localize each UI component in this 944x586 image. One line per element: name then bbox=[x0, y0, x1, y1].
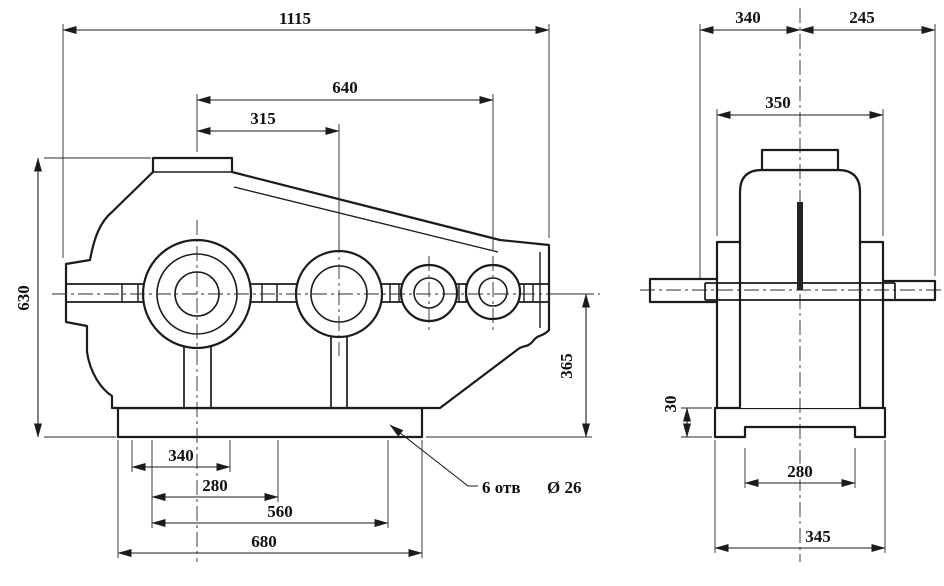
dim-end-30: 30 bbox=[659, 393, 692, 438]
end-extension-lines bbox=[681, 24, 936, 553]
dim-label-365: 365 bbox=[557, 353, 576, 379]
side-view: 1115 640 315 630 365 bbox=[12, 7, 600, 562]
end-left-shaft bbox=[648, 277, 719, 304]
side-inner-lines bbox=[153, 171, 541, 328]
dim-base-340: 340 bbox=[131, 444, 231, 472]
side-extension-lines bbox=[44, 24, 592, 558]
dim-end-245: 245 bbox=[799, 6, 936, 35]
dim-end-280: 280 bbox=[744, 460, 856, 488]
dim-label-640: 640 bbox=[332, 78, 358, 97]
holes-count-label: 6 отв bbox=[482, 478, 521, 497]
dim-base-680: 680 bbox=[117, 530, 423, 558]
side-pedestal-ribs bbox=[183, 334, 348, 408]
dim-base-560: 560 bbox=[151, 500, 389, 528]
end-right-shaft bbox=[881, 279, 937, 302]
dim-end-350: 350 bbox=[716, 91, 884, 120]
dim-overall-width: 1115 bbox=[62, 7, 550, 35]
end-centerlines bbox=[640, 8, 942, 562]
dim-label-630: 630 bbox=[14, 285, 33, 311]
dim-label-end-280: 280 bbox=[787, 462, 813, 481]
dim-label-680: 680 bbox=[251, 532, 277, 551]
dim-label-340: 340 bbox=[168, 446, 194, 465]
dim-label-end-345: 345 bbox=[805, 527, 831, 546]
dim-640: 640 bbox=[196, 76, 494, 105]
dim-end-345: 345 bbox=[714, 525, 886, 553]
dim-end-340: 340 bbox=[699, 6, 801, 35]
dim-label-end-245: 245 bbox=[849, 8, 875, 27]
dim-label-560: 560 bbox=[267, 502, 293, 521]
dim-label-end-350: 350 bbox=[765, 93, 791, 112]
side-centerlines bbox=[52, 220, 600, 562]
dim-label-315: 315 bbox=[250, 109, 276, 128]
dim-label-end-30: 30 bbox=[661, 396, 680, 413]
end-view: 340 245 350 30 280 bbox=[640, 6, 942, 562]
dim-315: 315 bbox=[196, 107, 340, 136]
side-base-plate bbox=[116, 406, 424, 439]
dim-label-280: 280 bbox=[202, 476, 228, 495]
dim-overall-height: 630 bbox=[12, 157, 43, 438]
end-side-walls bbox=[715, 240, 885, 410]
dim-label-end-340: 340 bbox=[735, 8, 761, 27]
holes-diameter-label: Ø 26 bbox=[547, 478, 581, 497]
end-base-plate bbox=[713, 406, 887, 439]
holes-leader-line bbox=[389, 424, 478, 487]
dim-label-1115: 1115 bbox=[279, 9, 311, 28]
dim-base-280: 280 bbox=[151, 474, 279, 502]
holes-callout: 6 отв Ø 26 bbox=[389, 424, 584, 500]
dim-center-height: 365 bbox=[555, 293, 591, 438]
